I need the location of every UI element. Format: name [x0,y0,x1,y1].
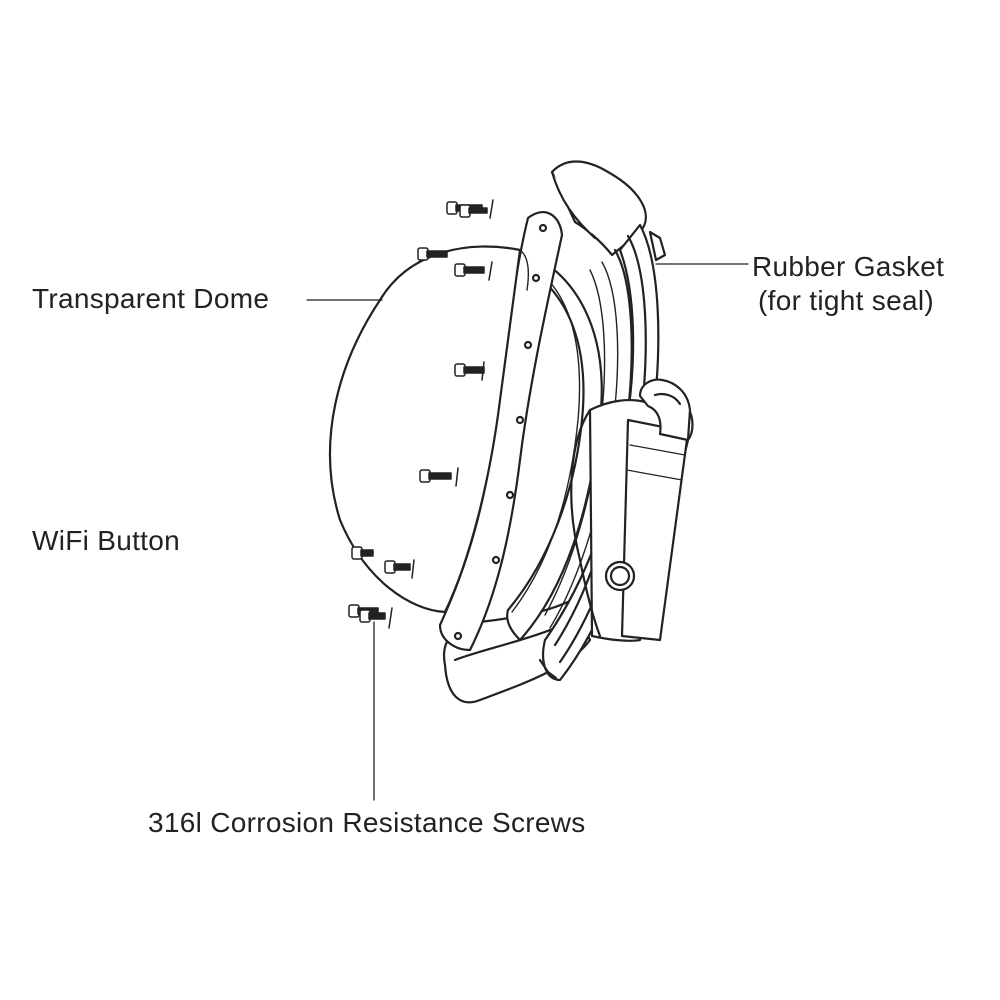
screws [348,199,494,629]
callout-screws: 316l Corrosion Resistance Screws [148,807,586,838]
wifi-button-icon [604,560,636,592]
callout-transparent-dome: Transparent Dome [32,283,270,314]
screw-icon [417,247,448,261]
screw-icon [384,559,415,579]
inner-frame [506,248,603,642]
screw-icon [351,546,374,560]
screw-icon [359,607,393,629]
screw-icon [419,467,459,487]
transparent-dome [328,245,529,614]
callout-rubber-gasket-note: (for tight seal) [758,285,934,316]
callout-wifi-button: WiFi Button [32,525,181,556]
screw-icon [454,261,493,281]
screw-icon [459,204,488,218]
wifi-module [570,378,694,642]
callout-rubber-gasket: Rubber Gasket [752,251,945,282]
screw-icon [454,361,485,381]
leader-lines [306,263,749,801]
